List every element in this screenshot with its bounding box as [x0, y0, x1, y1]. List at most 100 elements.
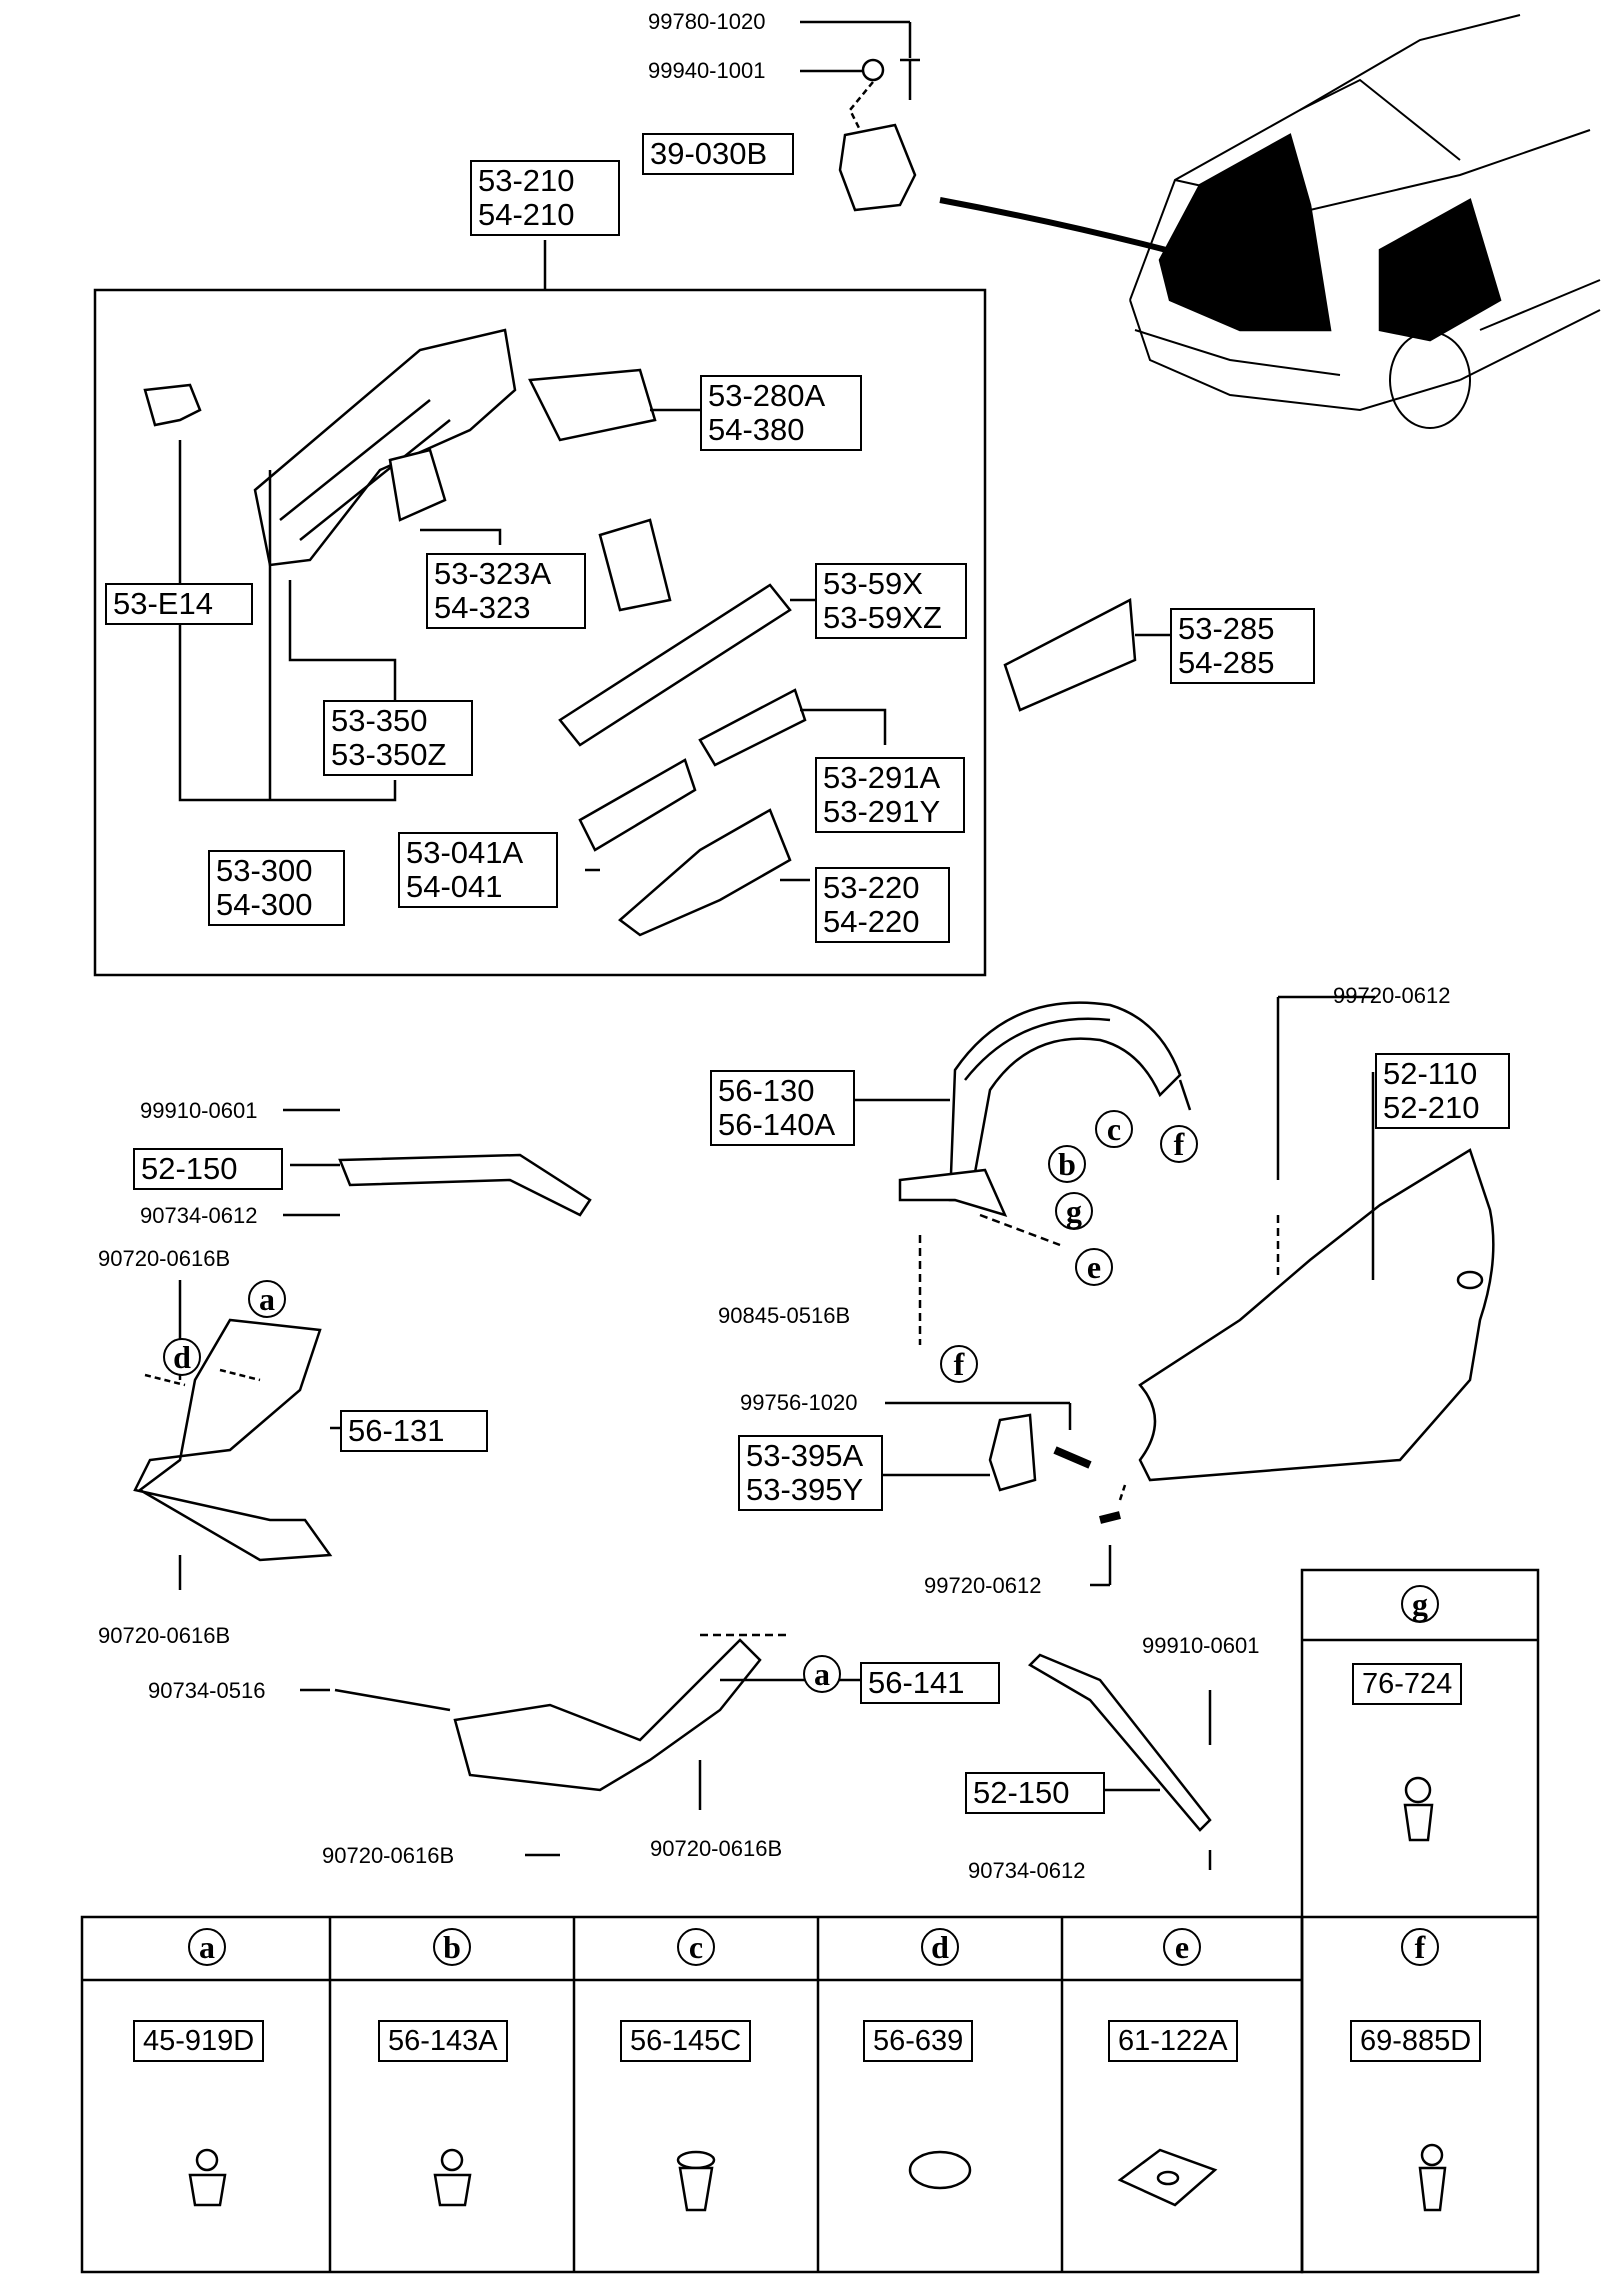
callout-f-lower: f: [940, 1345, 978, 1383]
car-pointer: [939, 197, 1241, 273]
part-53-041a[interactable]: 53-041A 54-041: [398, 832, 558, 908]
strut-52-150-left: [338, 1153, 592, 1217]
fastener-code-f[interactable]: 69-885D: [1350, 2020, 1482, 2062]
part-53-e14[interactable]: 53-E14: [105, 583, 253, 625]
label-99720-0612-bottom: 99720-0612: [924, 1573, 1042, 1598]
table-letter-d: d: [921, 1928, 959, 1966]
part-52-110[interactable]: 52-110 52-210: [1375, 1053, 1510, 1129]
callout-d: d: [163, 1338, 201, 1376]
label-90720-0616b-a: 90720-0616B: [98, 1246, 231, 1271]
part-line: 54-300: [216, 887, 313, 922]
part-56-141[interactable]: 56-141: [860, 1662, 1000, 1704]
part-53-300[interactable]: 53-300 54-300: [208, 850, 345, 926]
part-line: 56-140A: [718, 1107, 836, 1142]
label-99720-0612-top: 99720-0612: [1333, 983, 1451, 1008]
label-90845-0516b: 90845-0516B: [718, 1303, 851, 1328]
callout-b: b: [1048, 1145, 1086, 1183]
plate-53-041a: [578, 758, 697, 852]
label-99780-1020: 99780-1020: [648, 9, 766, 34]
part-line: 52-210: [1383, 1090, 1480, 1125]
fastener-code-a[interactable]: 45-919D: [133, 2020, 265, 2062]
part-line: 53-285: [1178, 611, 1275, 646]
wheel-arch-liner: [898, 1001, 1182, 1217]
part-53-395a[interactable]: 53-395A 53-395Y: [738, 1435, 883, 1511]
fastener-code-c[interactable]: 56-145C: [620, 2020, 752, 2062]
fender-52-110: [1138, 1148, 1495, 1482]
part-line: 52-110: [1383, 1056, 1478, 1091]
panel-53-280a: [528, 368, 657, 442]
nut-e-drawing: [1117, 2148, 1218, 2207]
callout-c: c: [1095, 1110, 1133, 1148]
part-line: 54-285: [1178, 645, 1275, 680]
label-90720-0616b-b: 90720-0616B: [98, 1623, 231, 1648]
callout-f-upper: f: [1160, 1125, 1198, 1163]
part-line: 54-220: [823, 904, 920, 939]
part-53-285[interactable]: 53-285 54-285: [1170, 608, 1315, 684]
part-line: 53-E14: [113, 586, 213, 621]
clip-b-drawing: [433, 2148, 472, 2207]
part-line: 52-150: [141, 1151, 238, 1186]
label-90720-0616b-d: 90720-0616B: [650, 1836, 783, 1861]
part-53-323a[interactable]: 53-323A 54-323: [426, 553, 586, 629]
part-52-150-left[interactable]: 52-150: [133, 1148, 283, 1190]
part-53-59x[interactable]: 53-59X 53-59XZ: [815, 563, 967, 639]
car-fender-shadow: [1378, 198, 1502, 342]
part-line: 54-323: [434, 590, 531, 625]
bracket-53-395a: [988, 1413, 1037, 1492]
group-53-210-line2: 54-210: [478, 197, 575, 232]
part-line: 53-59X: [823, 566, 923, 601]
fastener-table-grid: [80, 1568, 1540, 2274]
part-line: 54-041: [406, 869, 503, 904]
plug-d-drawing: [908, 2150, 972, 2190]
table-letter-c: c: [677, 1928, 715, 1966]
part-line: 53-395A: [746, 1438, 864, 1473]
apron-panel: [253, 328, 517, 567]
car-illustration: [1129, 14, 1601, 429]
part-56-130[interactable]: 56-130 56-140A: [710, 1070, 855, 1146]
bracket-53-285: [1003, 598, 1137, 712]
shield-56-141: [453, 1638, 762, 1792]
part-line: 53-59XZ: [823, 600, 942, 635]
label-90734-0516: 90734-0516: [148, 1678, 266, 1703]
label-99940-1001: 99940-1001: [648, 58, 766, 83]
part-52-150-right[interactable]: 52-150: [965, 1772, 1105, 1814]
part-line: 53-220: [823, 870, 920, 905]
bracket-39-030b: [838, 123, 917, 212]
part-39-030b[interactable]: 39-030B: [642, 133, 794, 175]
group-53-210-line1: 53-210: [478, 163, 575, 198]
label-90734-0612-left: 90734-0612: [140, 1203, 258, 1228]
part-line: 53-350: [331, 703, 428, 738]
table-letter-b: b: [433, 1928, 471, 1966]
part-53-220[interactable]: 53-220 54-220: [815, 867, 950, 943]
fastener-code-e[interactable]: 61-122A: [1108, 2020, 1238, 2062]
member-53-220: [618, 808, 792, 937]
part-line: 53-291A: [823, 760, 941, 795]
callout-a-lower: a: [803, 1655, 841, 1693]
callout-e: e: [1075, 1248, 1113, 1286]
part-53-350[interactable]: 53-350 53-350Z: [323, 700, 473, 776]
part-39-030b-code: 39-030B: [650, 136, 768, 171]
callout-g: g: [1055, 1192, 1093, 1230]
part-56-131[interactable]: 56-131: [340, 1410, 488, 1452]
fastener-code-b[interactable]: 56-143A: [378, 2020, 508, 2062]
strut-52-150-right: [1027, 1653, 1212, 1832]
part-line: 53-323A: [434, 556, 552, 591]
label-99756-1020: 99756-1020: [740, 1390, 858, 1415]
part-53-280a[interactable]: 53-280A 54-380: [700, 375, 862, 451]
part-line: 53-350Z: [331, 737, 447, 772]
fastener-code-d[interactable]: 56-639: [863, 2020, 974, 2062]
label-90720-0616b-c: 90720-0616B: [322, 1843, 455, 1868]
part-53-291a[interactable]: 53-291A 53-291Y: [815, 757, 965, 833]
part-line: 54-380: [708, 412, 805, 447]
part-line: 52-150: [973, 1775, 1070, 1810]
part-line: 53-041A: [406, 835, 524, 870]
label-99910-0601-right: 99910-0601: [1142, 1633, 1260, 1658]
main-group-frame: [93, 288, 987, 977]
group-53-210[interactable]: 53-210 54-210: [470, 160, 620, 236]
clip-f-drawing: [1418, 2143, 1447, 2212]
bracket-53-323a: [388, 448, 447, 522]
part-line: 53-280A: [708, 378, 826, 413]
fastener-code-g[interactable]: 76-724: [1352, 1663, 1463, 1705]
shield-56-131: [133, 1318, 333, 1562]
